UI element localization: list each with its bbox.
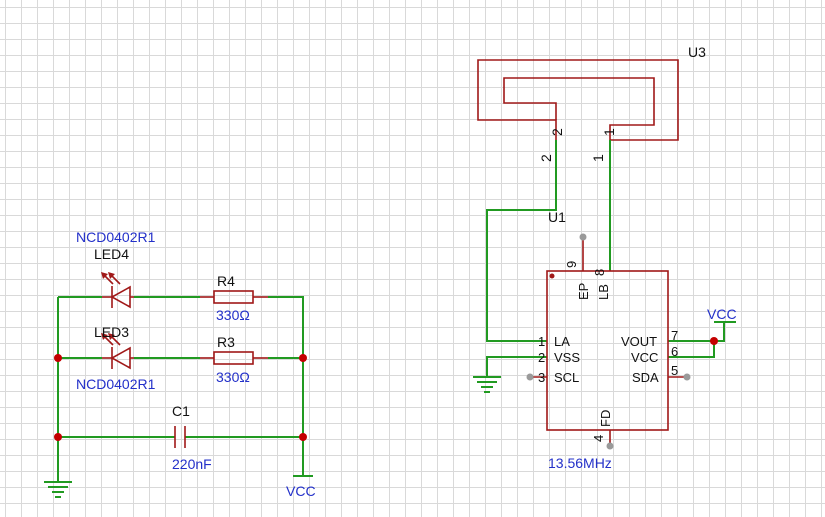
junctions xyxy=(54,337,718,441)
u1-pin9-num: 9 xyxy=(564,261,579,268)
u1-frequency: 13.56MHz xyxy=(548,455,612,471)
junction-left-led3 xyxy=(54,354,62,362)
u3-pin2-num: 2 xyxy=(538,154,554,162)
u3-pin1-label: 1 xyxy=(601,128,617,136)
u1-pin3-no-connect xyxy=(526,373,534,381)
u1-pin-ep: EP xyxy=(576,283,591,300)
led4-arrow-2-head xyxy=(108,272,115,279)
u1-pin1-marker xyxy=(549,273,555,279)
u1-pin-vout: VOUT xyxy=(621,334,657,349)
u1-pin4-no-connect xyxy=(606,442,614,450)
u1-pin-fd: FD xyxy=(598,410,613,427)
u1-pin5-no-connect xyxy=(683,373,691,381)
led3-designator: LED3 xyxy=(94,324,129,340)
r3-body xyxy=(213,351,254,365)
wire-r4-right[interactable] xyxy=(268,296,304,476)
led3-triangle xyxy=(110,346,131,370)
u1-pin-scl: SCL xyxy=(554,370,579,385)
led4-part: NCD0402R1 xyxy=(76,229,156,245)
junction-vcc-u1 xyxy=(710,337,718,345)
vcc-power-u1[interactable]: VCC xyxy=(707,306,737,323)
vcc-label-right: VCC xyxy=(707,306,737,322)
u1-pin-la: LA xyxy=(554,334,570,349)
u1-pin5-num: 5 xyxy=(671,363,678,378)
u3-antenna[interactable]: U3 2 1 2 1 xyxy=(477,44,706,162)
r3[interactable]: R3 330Ω xyxy=(200,334,268,385)
junction-left-c1 xyxy=(54,433,62,441)
wire-u3-pin2-la[interactable] xyxy=(486,140,557,342)
vcc-power-left[interactable]: VCC xyxy=(286,475,316,499)
u1-pin-vss: VSS xyxy=(554,350,580,365)
u1-ic[interactable]: U1 13.56MHz 1 LA 2 VSS 3 SCL VOUT 7 VCC … xyxy=(526,209,691,471)
u3-pin2-label: 2 xyxy=(549,128,565,136)
led3-arrow-1-head xyxy=(101,333,108,340)
u3-pin1-num: 1 xyxy=(590,154,606,162)
junction-right-c1 xyxy=(299,433,307,441)
led4[interactable]: NCD0402R1 LED4 xyxy=(76,229,156,309)
wire-vcc-pin[interactable] xyxy=(668,341,715,358)
r4-body xyxy=(213,290,254,304)
r4[interactable]: R4 330Ω xyxy=(200,273,268,323)
u1-pin6-num: 6 xyxy=(671,344,678,359)
u1-pin-lb: LB xyxy=(596,284,611,300)
u1-pin3-num: 3 xyxy=(538,370,545,385)
led4-arrow-1-head xyxy=(101,272,108,279)
r4-designator: R4 xyxy=(217,273,235,289)
vcc-label-left: VCC xyxy=(286,483,316,499)
u1-pin7-num: 7 xyxy=(671,328,678,343)
junction-right-r3 xyxy=(299,354,307,362)
u1-pin9-no-connect xyxy=(579,233,587,241)
c1-designator: C1 xyxy=(172,403,190,419)
u1-designator: U1 xyxy=(548,209,566,225)
led3-part: NCD0402R1 xyxy=(76,376,156,392)
u3-designator: U3 xyxy=(688,44,706,60)
c1[interactable]: C1 220nF xyxy=(172,403,212,472)
led3[interactable]: LED3 NCD0402R1 xyxy=(76,324,156,392)
u1-pin2-num: 2 xyxy=(538,350,545,365)
u3-coil-inner xyxy=(503,77,655,140)
r3-designator: R3 xyxy=(217,334,235,350)
u3-coil-outer xyxy=(477,59,679,141)
ground-symbol-left[interactable] xyxy=(44,476,72,498)
ground-symbol-u1[interactable] xyxy=(473,376,501,393)
u1-pin-vcc: VCC xyxy=(631,350,658,365)
u1-body xyxy=(546,270,669,431)
u1-pin1-num: 1 xyxy=(538,334,545,349)
r3-value: 330Ω xyxy=(216,369,250,385)
led4-triangle xyxy=(110,285,131,309)
wires xyxy=(57,140,725,476)
c1-value: 220nF xyxy=(172,456,212,472)
u1-pin8-num: 8 xyxy=(592,269,607,276)
wire-vss-gnd[interactable] xyxy=(486,356,547,376)
led4-designator: LED4 xyxy=(94,246,129,262)
r4-value: 330Ω xyxy=(216,307,250,323)
led3-arrow-2-head xyxy=(108,333,115,340)
u1-pin-sda: SDA xyxy=(632,370,659,385)
u1-pin4-num: 4 xyxy=(591,435,606,442)
